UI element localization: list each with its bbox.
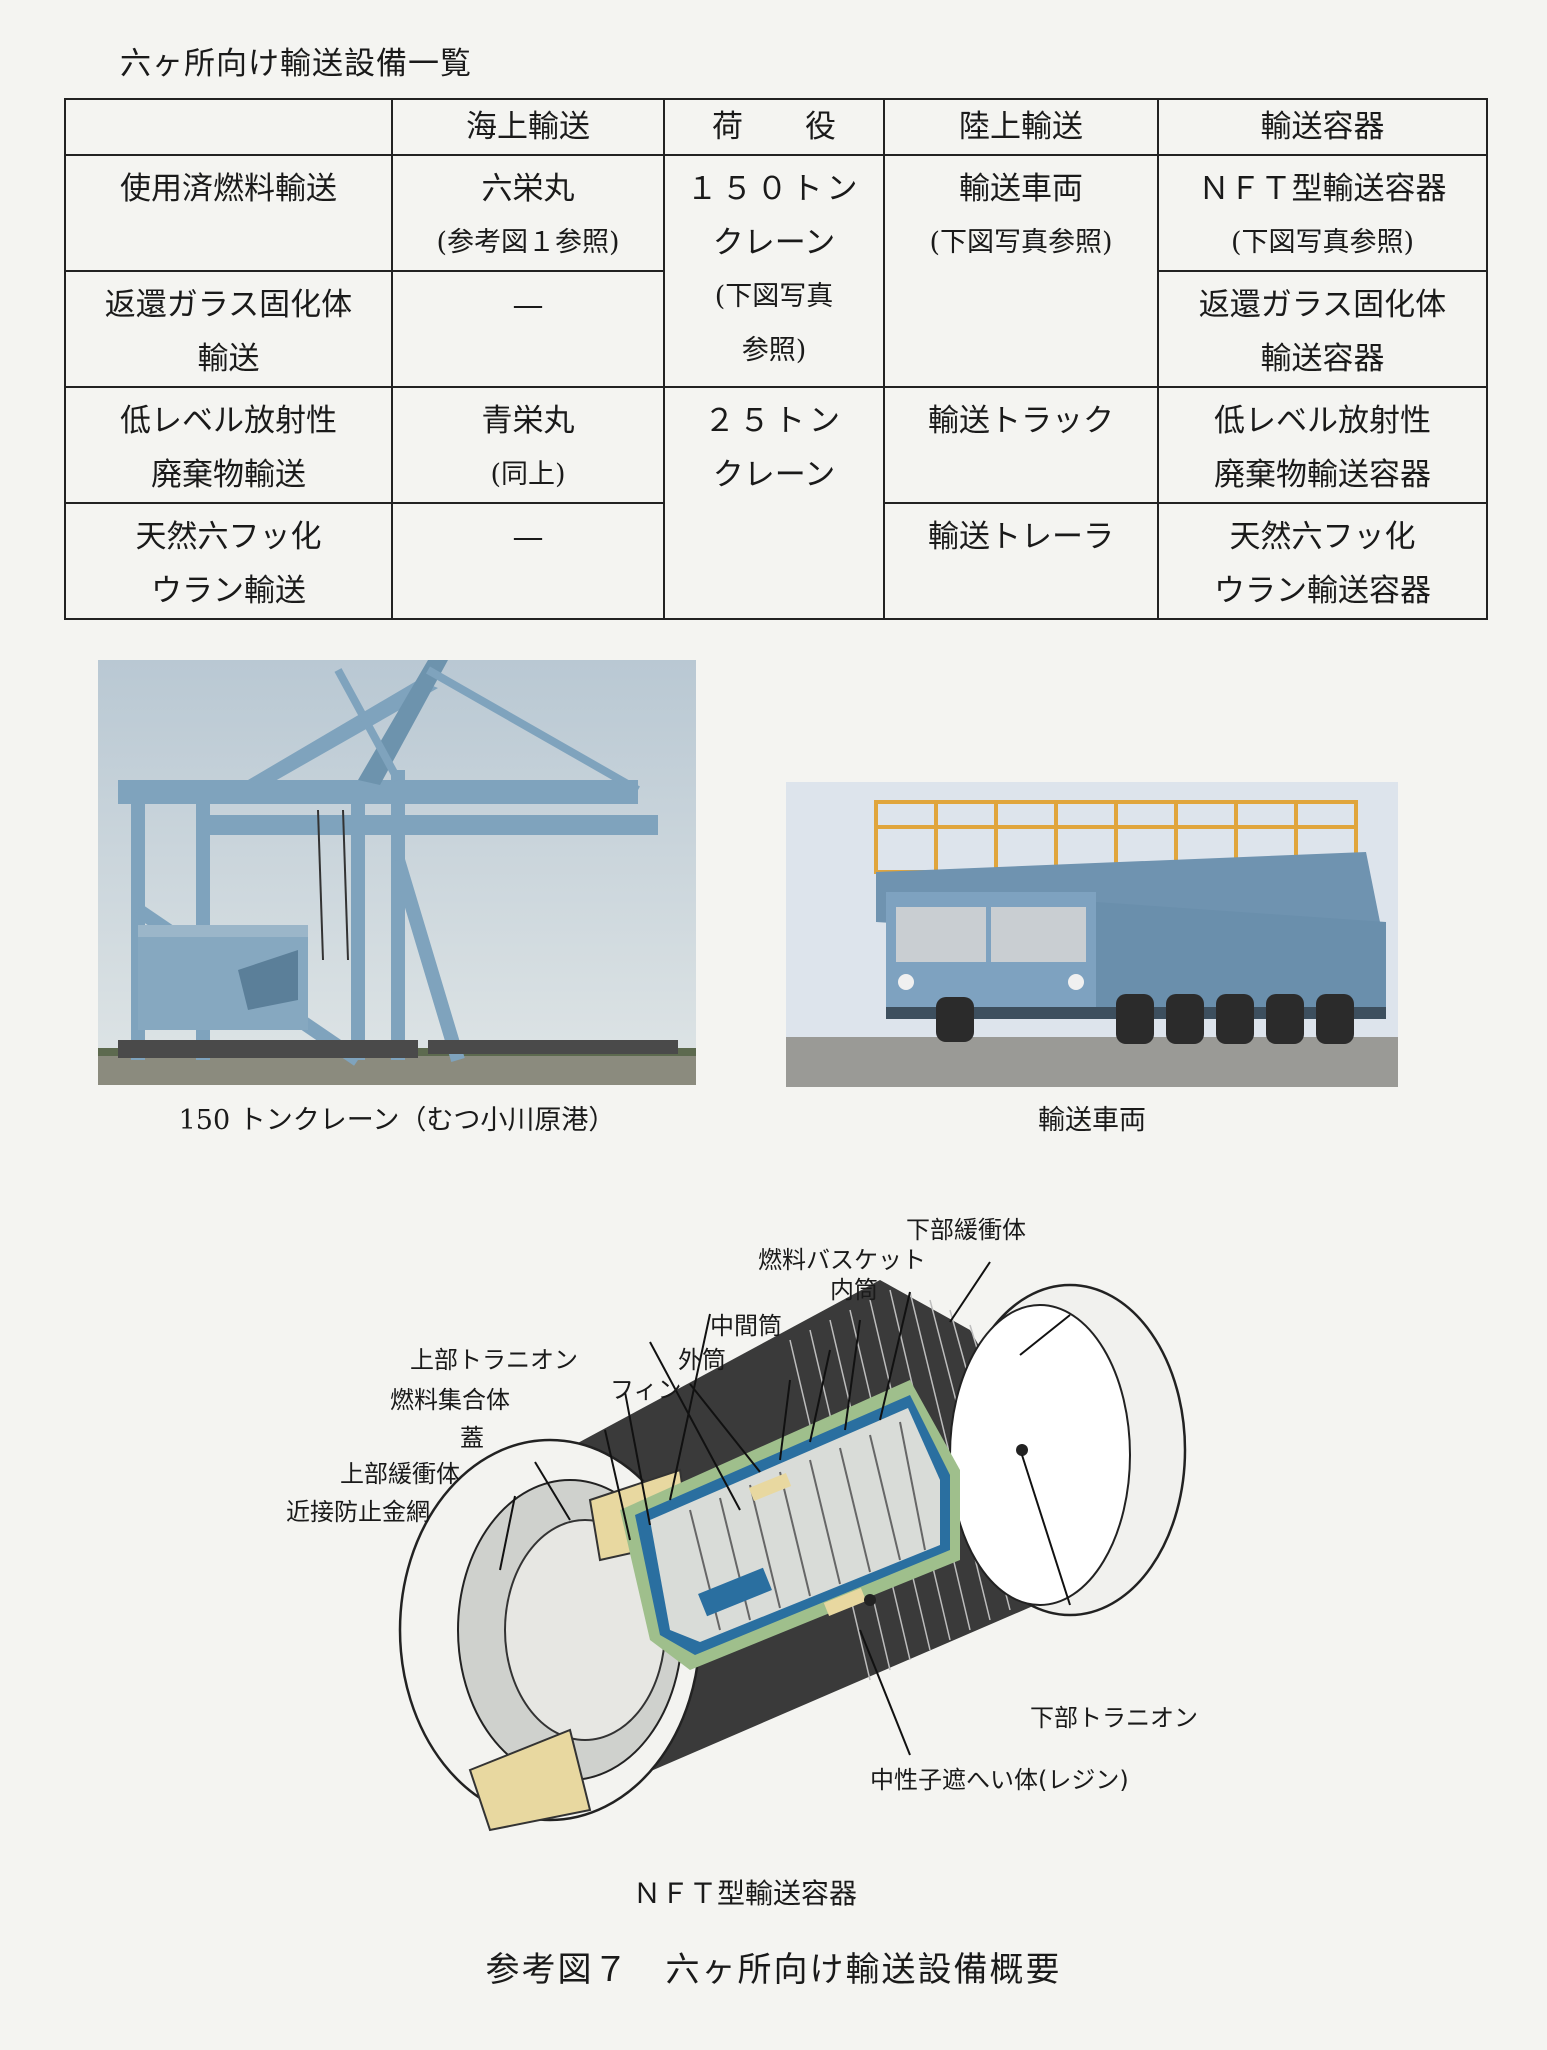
cell-container-low-level: 低レベル放射性 廃棄物輸送容器 — [1157, 386, 1488, 504]
label-lower-trunnion: 下部トラニオン — [1030, 1704, 1198, 1732]
label-fin: フィン — [610, 1376, 682, 1404]
row-label-low-level: 低レベル放射性 廃棄物輸送 — [64, 386, 393, 504]
cell-container-uf6: 天然六フッ化 ウラン輸送容器 — [1157, 502, 1488, 620]
label-upper-trunnion: 上部トラニオン — [410, 1346, 578, 1374]
label-fuel-basket: 燃料バスケット — [758, 1246, 926, 1274]
cell-sea-uf6: — — [391, 502, 665, 620]
vehicle-photo — [786, 782, 1398, 1087]
row-label-spent-fuel: 使用済燃料輸送 — [64, 154, 393, 272]
cell-sea-low-level: 青栄丸 (同上) — [391, 386, 665, 504]
header-container: 輸送容器 — [1157, 98, 1488, 156]
cell-container-spent-fuel: ＮＦＴ型輸送容器 (下図写真参照) — [1157, 154, 1488, 272]
header-handling: 荷 役 — [663, 98, 885, 156]
header-land: 陸上輸送 — [883, 98, 1159, 156]
cell-sea-vitrified: — — [391, 270, 665, 388]
label-lower-shock-absorber: 下部緩衝体 — [906, 1216, 1026, 1244]
row-label-uf6: 天然六フッ化 ウラン輸送 — [64, 502, 393, 620]
cell-handling-150t: １５０トン クレーン (下図写真 参照) — [663, 154, 885, 388]
label-upper-shock-absorber: 上部緩衝体 — [340, 1460, 460, 1488]
label-proximity-mesh: 近接防止金網 — [286, 1498, 430, 1526]
header-empty — [64, 98, 393, 156]
equipment-table: 海上輸送 荷 役 陸上輸送 輸送容器 使用済燃料輸送 六栄丸 (参考図１参照) … — [64, 98, 1488, 620]
header-sea: 海上輸送 — [391, 98, 665, 156]
label-inner-shell: 内筒 — [830, 1276, 878, 1304]
cell-handling-25t: ２５トン クレーン — [663, 386, 885, 620]
cell-sea-spent-fuel: 六栄丸 (参考図１参照) — [391, 154, 665, 272]
crane-photo — [98, 660, 696, 1085]
cell-land-spent-fuel: 輸送車両 (下図写真参照) — [883, 154, 1159, 388]
nft-cask-diagram: 下部緩衝体 燃料バスケット 内筒 中間筒 外筒 上部トラニオン フィン 燃料集合… — [270, 1210, 1230, 1860]
row-label-vitrified: 返還ガラス固化体 輸送 — [64, 270, 393, 388]
cell-land-low-level: 輸送トラック — [883, 386, 1159, 504]
vehicle-caption: 輸送車両 — [1038, 1105, 1146, 1136]
cask-caption: ＮＦＴ型輸送容器 — [632, 1877, 857, 1910]
label-neutron-shield: 中性子遮へい体(レジン) — [870, 1766, 1129, 1794]
label-fuel-assembly: 燃料集合体 — [390, 1386, 510, 1414]
cell-land-uf6: 輸送トレーラ — [883, 502, 1159, 620]
figure-caption: 参考図７ 六ヶ所向け輸送設備概要 — [485, 1950, 1062, 1990]
label-lid: 蓋 — [460, 1424, 484, 1452]
table-title: 六ヶ所向け輸送設備一覧 — [120, 46, 472, 82]
label-middle-shell: 中間筒 — [710, 1312, 782, 1340]
cell-container-vitrified: 返還ガラス固化体 輸送容器 — [1157, 270, 1488, 388]
crane-caption: 150 トンクレーン（むつ小川原港） — [178, 1105, 616, 1136]
label-outer-shell: 外筒 — [678, 1346, 726, 1374]
